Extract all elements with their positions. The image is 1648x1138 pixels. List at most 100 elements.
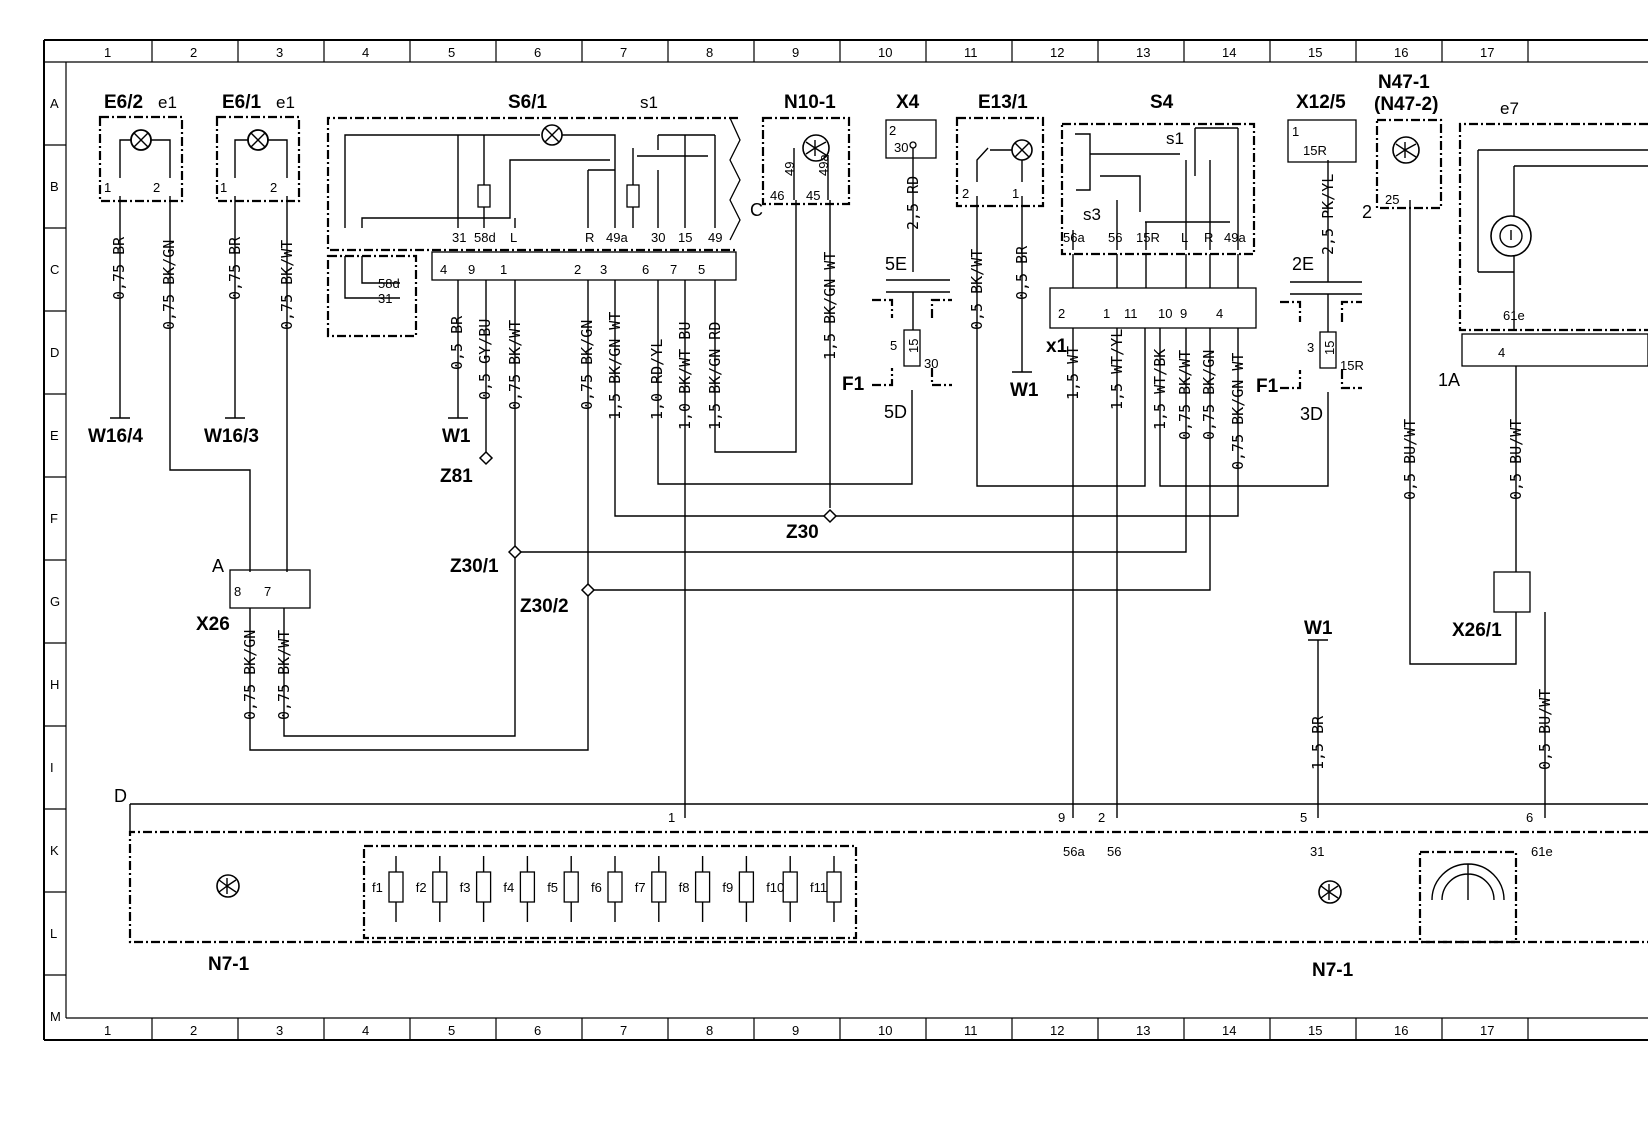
wire-labels: 0,75 BR 0,75 BK/GN 0,75 BR 0,75 BK/WT 0,… <box>110 174 1554 770</box>
svg-text:2,5 RD: 2,5 RD <box>904 176 922 230</box>
svg-text:1: 1 <box>104 180 111 195</box>
column-number: 9 <box>792 1023 799 1038</box>
svg-text:8: 8 <box>234 584 241 599</box>
svg-text:4: 4 <box>440 262 447 277</box>
svg-text:1,5 WT/YL: 1,5 WT/YL <box>1108 329 1126 410</box>
svg-text:2E: 2E <box>1292 254 1314 274</box>
svg-text:30: 30 <box>894 140 908 155</box>
svg-text:49a: 49a <box>1224 230 1246 245</box>
fuse-label: f6 <box>591 880 602 895</box>
fuse-label: f3 <box>460 880 471 895</box>
svg-text:45: 45 <box>806 188 820 203</box>
row-letter: G <box>50 594 60 609</box>
svg-text:1: 1 <box>668 810 675 825</box>
column-number: 15 <box>1308 1023 1322 1038</box>
component-box-x26 <box>229 569 311 609</box>
svg-text:1: 1 <box>1012 186 1019 201</box>
splice-z30-1 <box>507 544 523 560</box>
svg-text:0,75 BK/WT: 0,75 BK/WT <box>1176 350 1194 440</box>
svg-text:6: 6 <box>642 262 649 277</box>
component-label-x12-5: X12/5 <box>1296 92 1346 113</box>
column-number: 10 <box>878 45 892 60</box>
component-box-e6-2 <box>98 115 184 203</box>
component-tag-s6-1: s1 <box>640 93 658 112</box>
lamp-e13-1: E13/1 2 1 <box>955 92 1045 208</box>
svg-text:9: 9 <box>1058 810 1065 825</box>
svg-text:46: 46 <box>770 188 784 203</box>
svg-text:2: 2 <box>1362 202 1372 222</box>
component-label-e6-2: E6/2 <box>104 92 143 113</box>
component-label-s4: S4 <box>1150 92 1174 113</box>
column-number: 11 <box>964 1023 978 1038</box>
component-label-s6-1: S6/1 <box>508 92 548 113</box>
svg-text:Z81: Z81 <box>440 466 473 487</box>
svg-text:61e: 61e <box>1503 308 1525 323</box>
svg-text:5D: 5D <box>884 402 907 422</box>
svg-text:1,0 RD/YL: 1,0 RD/YL <box>648 339 666 420</box>
svg-text:56a: 56a <box>1063 230 1085 245</box>
svg-text:49: 49 <box>708 230 722 245</box>
svg-text:D: D <box>114 786 127 806</box>
svg-text:1: 1 <box>1292 124 1299 139</box>
control-unit-n47-1: N47-1 (N47-2) 25 2 <box>1362 72 1443 222</box>
svg-text:5: 5 <box>698 262 705 277</box>
column-number: 6 <box>534 45 541 60</box>
svg-text:9: 9 <box>1180 306 1187 321</box>
svg-text:R: R <box>585 230 594 245</box>
component-label-x26-1: X26/1 <box>1452 620 1502 641</box>
fuse-label: f11 <box>810 880 827 895</box>
switch-s6-1: S6/1 s1 31 58d L R 49a 30 15 <box>326 92 741 338</box>
svg-text:56: 56 <box>1108 230 1122 245</box>
component-box-x12-5 <box>1287 119 1357 163</box>
column-number: 4 <box>362 1023 369 1038</box>
svg-text:0,5 BR: 0,5 BR <box>448 315 466 370</box>
svg-text:3: 3 <box>600 262 607 277</box>
column-number: 6 <box>534 1023 541 1038</box>
svg-text:1,5 BR: 1,5 BR <box>1309 715 1327 770</box>
fuse-array <box>362 844 858 940</box>
row-letter: K <box>50 843 59 858</box>
svg-text:58d: 58d <box>474 230 496 245</box>
svg-text:2: 2 <box>1058 306 1065 321</box>
fuse-label: f1 <box>372 880 383 895</box>
transistor-icon <box>1318 880 1342 904</box>
ground-label-w1-b: W1 <box>1010 380 1039 401</box>
svg-text:0,75 BK/GN WT: 0,75 BK/GN WT <box>1229 353 1247 470</box>
splice-z81 <box>478 450 494 466</box>
fuse-f9: f9 <box>722 856 755 922</box>
column-number: 4 <box>362 45 369 60</box>
svg-text:7: 7 <box>670 262 677 277</box>
svg-text:9: 9 <box>468 262 475 277</box>
column-number: 13 <box>1136 1023 1150 1038</box>
svg-text:15: 15 <box>678 230 692 245</box>
component-box-x26-1 <box>1493 571 1531 613</box>
fuse-label: f8 <box>679 880 690 895</box>
row-letter: F <box>50 511 58 526</box>
connector-x26: A 8 7 X26 <box>196 556 311 635</box>
ground-label-w16-4: W16/4 <box>88 426 143 447</box>
component-box-x4 <box>885 119 937 159</box>
component-label-n7-1-a: N7-1 <box>208 954 250 975</box>
svg-text:1,5 WT/BK: 1,5 WT/BK <box>1151 349 1169 430</box>
row-letter: L <box>50 926 57 941</box>
component-box-e13-1 <box>955 116 1045 208</box>
svg-text:15R: 15R <box>1340 358 1364 373</box>
svg-text:61e: 61e <box>1531 844 1553 859</box>
fuse-label: f5 <box>547 880 558 895</box>
svg-text:5E: 5E <box>885 254 907 274</box>
svg-text:4: 4 <box>1216 306 1223 321</box>
component-box-n7-1 <box>128 830 1648 944</box>
column-number: 17 <box>1480 45 1494 60</box>
column-number: 12 <box>1050 45 1064 60</box>
fuse-f4: f4 <box>503 856 536 922</box>
ground-points: W16/4 W16/3 W1 W1 W1 <box>88 371 1333 641</box>
column-number: 17 <box>1480 1023 1494 1038</box>
svg-text:2: 2 <box>574 262 581 277</box>
svg-text:0,5 BU/WT: 0,5 BU/WT <box>1507 419 1525 500</box>
fuse-label: f7 <box>635 880 646 895</box>
svg-text:1,5 WT: 1,5 WT <box>1064 346 1082 400</box>
svg-text:0,75 BK/GN: 0,75 BK/GN <box>578 320 596 410</box>
svg-text:2: 2 <box>1098 810 1105 825</box>
svg-text:0,75 BR: 0,75 BR <box>226 236 244 300</box>
